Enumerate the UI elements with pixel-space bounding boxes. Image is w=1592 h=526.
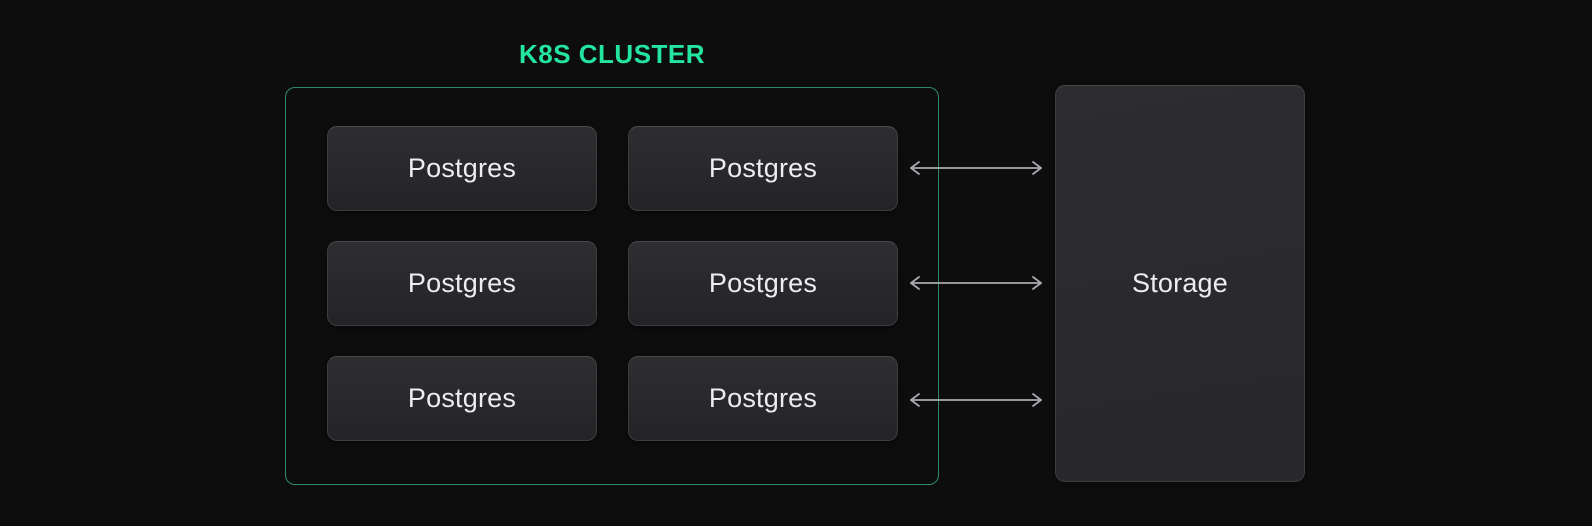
postgres-node-label: Postgres — [708, 268, 818, 298]
postgres-node: Postgres — [327, 356, 597, 441]
postgres-node: Postgres — [628, 241, 898, 326]
k8s-cluster-container: Postgres Postgres Postgres Postgres Post… — [285, 87, 939, 485]
postgres-node-label: Postgres — [407, 153, 517, 183]
bidirectional-arrow-icon — [908, 273, 1044, 293]
storage-node-label: Storage — [1132, 268, 1228, 298]
bidirectional-arrow-icon — [908, 158, 1044, 178]
postgres-node-label: Postgres — [407, 268, 517, 298]
postgres-node-label: Postgres — [708, 153, 818, 183]
postgres-node: Postgres — [327, 126, 597, 211]
storage-node: Storage — [1055, 85, 1305, 482]
cluster-title: K8S CLUSTER — [518, 39, 706, 69]
postgres-node: Postgres — [327, 241, 597, 326]
postgres-node: Postgres — [628, 126, 898, 211]
postgres-node-label: Postgres — [708, 383, 818, 413]
postgres-node: Postgres — [628, 356, 898, 441]
bidirectional-arrow-icon — [908, 390, 1044, 410]
postgres-node-label: Postgres — [407, 383, 517, 413]
